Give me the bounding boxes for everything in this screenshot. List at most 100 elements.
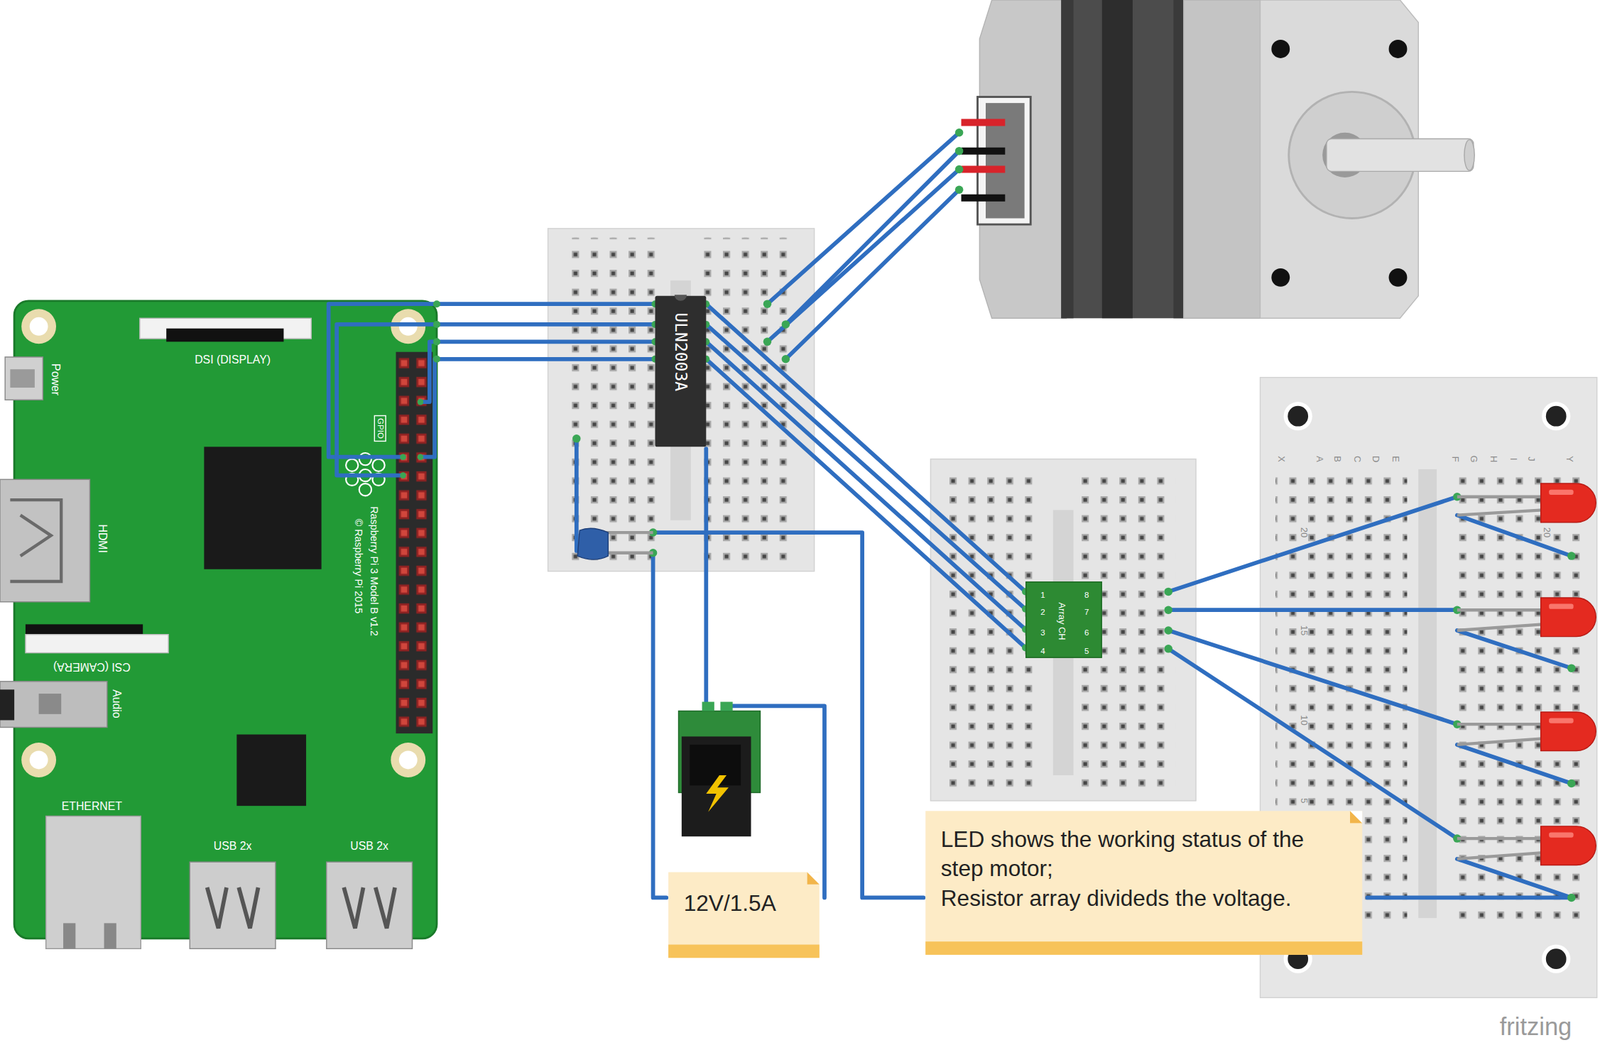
note-text: Resistor array divideds the voltage. [940, 883, 1348, 914]
drawing-path [577, 528, 608, 560]
drawing-rect [1183, 0, 1261, 319]
pin-number-holder: Array CH [1056, 602, 1073, 640]
board-label-holder: DSI (DISPLAY) [194, 350, 271, 367]
drawing-rect [1548, 604, 1574, 610]
breadboard-label-holder: 20 [1541, 527, 1558, 538]
pin-number-holder: 8 [1084, 584, 1089, 601]
board-label-holder: GPIO [374, 415, 392, 442]
drawing-polygon [705, 775, 729, 813]
chip-notch [674, 294, 687, 302]
drawing-circle [1546, 406, 1567, 427]
board-label-holder: USB 2x [213, 836, 253, 853]
chip-label: ULN2003A [672, 312, 689, 392]
drawing-polyline [653, 553, 667, 899]
drawing-circle [1163, 605, 1172, 614]
drawing-rect [1060, 0, 1074, 319]
board-label-holder: CSI (CAMERA) [53, 660, 131, 677]
drawing-circle [955, 147, 963, 155]
drawing-rect [0, 689, 15, 721]
breadboard-label: X [1276, 455, 1287, 463]
drawing-polyline [420, 359, 437, 458]
drawing-line [602, 531, 654, 535]
drawing-circle [1271, 39, 1290, 59]
drawing-rect [0, 479, 90, 602]
pin-number: 4 [1040, 647, 1045, 656]
drawing-circle [372, 459, 385, 472]
drawing-rect [25, 634, 169, 654]
breadboard-label-holder: H [1487, 455, 1505, 463]
breadboard-label: 20 [1541, 527, 1551, 538]
drawing-circle [1287, 406, 1309, 427]
drawing-circle [345, 459, 358, 472]
note-text: 12V/1.5A [683, 889, 808, 919]
drawing-circle [1541, 401, 1571, 431]
breadboard-label-holder: A [1313, 455, 1330, 463]
board-label: USB 2x [350, 840, 389, 853]
drawing-rect [702, 702, 715, 712]
drawing-path [1541, 826, 1597, 866]
drawing-rect [326, 862, 413, 949]
board-label: Raspberry Pi 3 Model B v1.2 [368, 506, 379, 637]
breadboard-label-holder: 10 [1298, 715, 1315, 726]
drawing-rect [1548, 490, 1574, 495]
drawing-circle [417, 453, 424, 461]
breadboard-label: E [1390, 455, 1400, 463]
drawing-rect [203, 446, 321, 569]
breadboard-label: H [1488, 455, 1498, 463]
drawing-rect [39, 693, 62, 715]
drawing-circle [781, 320, 790, 329]
pin-number: 5 [1084, 647, 1089, 656]
drawing-line [961, 147, 1006, 155]
drawing-circle [1389, 39, 1408, 59]
drawing-circle [763, 338, 772, 346]
drawing-rect [9, 369, 35, 388]
drawing-line [961, 165, 1006, 173]
wire-connector [436, 357, 655, 362]
power-jack [678, 702, 761, 838]
note-text: LED shows the working status of the step… [940, 824, 1348, 884]
drawing-rect [1548, 718, 1574, 724]
drawing-polygon [1102, 0, 1133, 319]
drawing-rect [977, 97, 1032, 226]
note-box: LED shows the working status of the step… [925, 811, 1363, 956]
drawing-rect [1326, 138, 1474, 172]
breadboard-label: B [1332, 455, 1343, 463]
pin-number-holder: 4 [1040, 640, 1045, 657]
drawing-line [1457, 495, 1544, 499]
breadboard-label-holder: G [1467, 455, 1484, 464]
drawing-rect [63, 923, 76, 949]
board-label-holder: Audio [110, 689, 127, 718]
drawing-line [1168, 497, 1458, 593]
breadboard-label: Y [1564, 455, 1574, 463]
drawing-line [1457, 852, 1544, 860]
drawing-line [785, 151, 959, 325]
pin-number-holder: 5 [1084, 640, 1089, 657]
drawing-line [961, 118, 1006, 126]
drawing-circle [399, 751, 418, 770]
drawing-circle [1163, 644, 1172, 653]
board-label: HDMI [97, 524, 109, 553]
drawing-circle [955, 165, 963, 174]
board-label: Power [49, 363, 62, 396]
drawing-line [1457, 722, 1544, 726]
board-label-holder: USB 2x [350, 836, 389, 853]
drawing-polygon [979, 0, 1066, 319]
board-label: ETHERNET [61, 801, 123, 813]
drawing-rect [0, 681, 108, 728]
drawing-line [961, 194, 1006, 202]
wires [328, 132, 1572, 899]
drawing-circle [1567, 664, 1576, 672]
pin-number-holder: 1 [1040, 584, 1045, 601]
wire-connector [436, 339, 655, 344]
pin-number: 1 [1040, 591, 1045, 600]
drawing-path [1541, 597, 1597, 638]
drawing-rect [700, 237, 795, 563]
drawing-polyline [207, 887, 227, 929]
drawing-line [1457, 837, 1544, 841]
drawing-line [1457, 509, 1544, 515]
pin-number: 7 [1084, 609, 1089, 618]
drawing-polyline [703, 448, 709, 704]
drawing-line [785, 189, 959, 360]
breadboard-label-holder: C [1350, 455, 1368, 463]
